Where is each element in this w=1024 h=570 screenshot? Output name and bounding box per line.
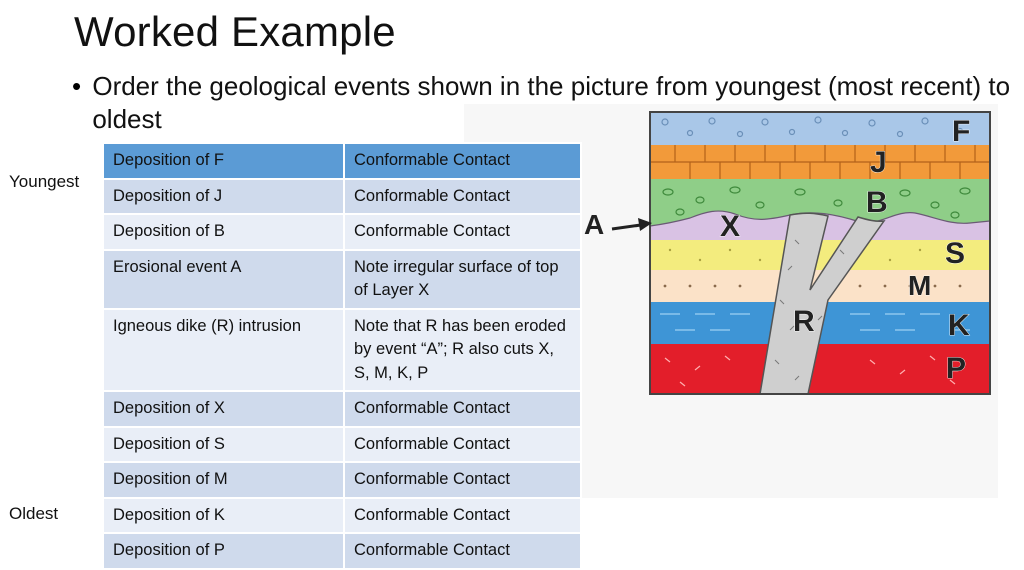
table-row: Igneous dike (R) intrusion Note that R h… <box>102 307 582 392</box>
oldest-label: Oldest <box>9 504 59 523</box>
table-row: Deposition of S Conformable Contact <box>102 425 582 463</box>
event-cell: Deposition of X <box>102 390 345 428</box>
note-cell: Conformable Contact <box>343 213 582 251</box>
table-row: Deposition of P Conformable Contact <box>102 532 582 570</box>
instruction-bullet: • Order the geological events shown in t… <box>72 70 1012 136</box>
note-cell: Conformable Contact <box>343 496 582 534</box>
bullet-dot-icon: • <box>72 71 82 101</box>
layer-j-brick-pattern <box>650 145 990 179</box>
layer-p <box>650 344 990 394</box>
slide-title: Worked Example <box>74 8 396 55</box>
note-cell: Conformable Contact <box>343 390 582 428</box>
note-cell: Conformable Contact <box>343 532 582 570</box>
table-row: Erosional event A Note irregular surface… <box>102 248 582 310</box>
dike-r-pattern <box>774 239 845 381</box>
table-row: Deposition of X Conformable Contact <box>102 390 582 428</box>
note-cell: Conformable Contact <box>343 142 582 180</box>
label-x: X <box>720 210 740 243</box>
label-k: K <box>948 309 970 342</box>
event-cell: Deposition of B <box>102 213 345 251</box>
table-row: Deposition of B Conformable Contact <box>102 213 582 251</box>
layer-k-pattern <box>660 313 970 331</box>
note-cell: Conformable Contact <box>343 461 582 499</box>
event-cell: Deposition of P <box>102 532 345 570</box>
label-f: F <box>952 115 970 148</box>
youngest-label: Youngest <box>9 172 80 191</box>
label-b: B <box>866 186 888 219</box>
table-row: Deposition of M Conformable Contact <box>102 461 582 499</box>
cross-section-border <box>649 111 991 395</box>
label-s: S <box>945 237 965 270</box>
layer-f-pattern <box>661 116 964 138</box>
label-r: R <box>793 305 815 338</box>
table-row: Deposition of J Conformable Contact <box>102 177 582 215</box>
layer-p-pattern <box>664 355 956 387</box>
instruction-text: Order the geological events shown in the… <box>92 71 1011 134</box>
layer-s-pattern <box>668 248 952 262</box>
event-cell: Deposition of S <box>102 425 345 463</box>
layer-f <box>650 112 990 145</box>
event-cell: Deposition of K <box>102 496 345 534</box>
event-cell: Deposition of J <box>102 177 345 215</box>
event-cell: Deposition of F <box>102 142 345 180</box>
table-row: Deposition of F Conformable Contact <box>102 142 582 180</box>
layer-b-pattern <box>662 186 971 219</box>
label-m: M <box>908 270 931 301</box>
event-cell: Erosional event A <box>102 248 345 310</box>
note-cell: Conformable Contact <box>343 425 582 463</box>
label-p: P <box>946 352 966 385</box>
label-j: J <box>870 146 887 179</box>
note-cell: Note irregular surface of top of Layer X <box>343 248 582 310</box>
events-table: Deposition of F Conformable Contact Depo… <box>102 142 582 570</box>
table-row: Deposition of K Conformable Contact <box>102 496 582 534</box>
event-cell: Igneous dike (R) intrusion <box>102 307 345 392</box>
igneous-dike-r <box>759 212 886 394</box>
note-cell: Note that R has been eroded by event “A”… <box>343 307 582 392</box>
arrow-a-head-icon <box>638 218 652 231</box>
note-cell: Conformable Contact <box>343 177 582 215</box>
event-cell: Deposition of M <box>102 461 345 499</box>
layer-m-pattern <box>663 284 962 288</box>
label-a: A <box>584 209 604 240</box>
geology-cross-section: F J B X S M R K P A <box>584 111 991 395</box>
